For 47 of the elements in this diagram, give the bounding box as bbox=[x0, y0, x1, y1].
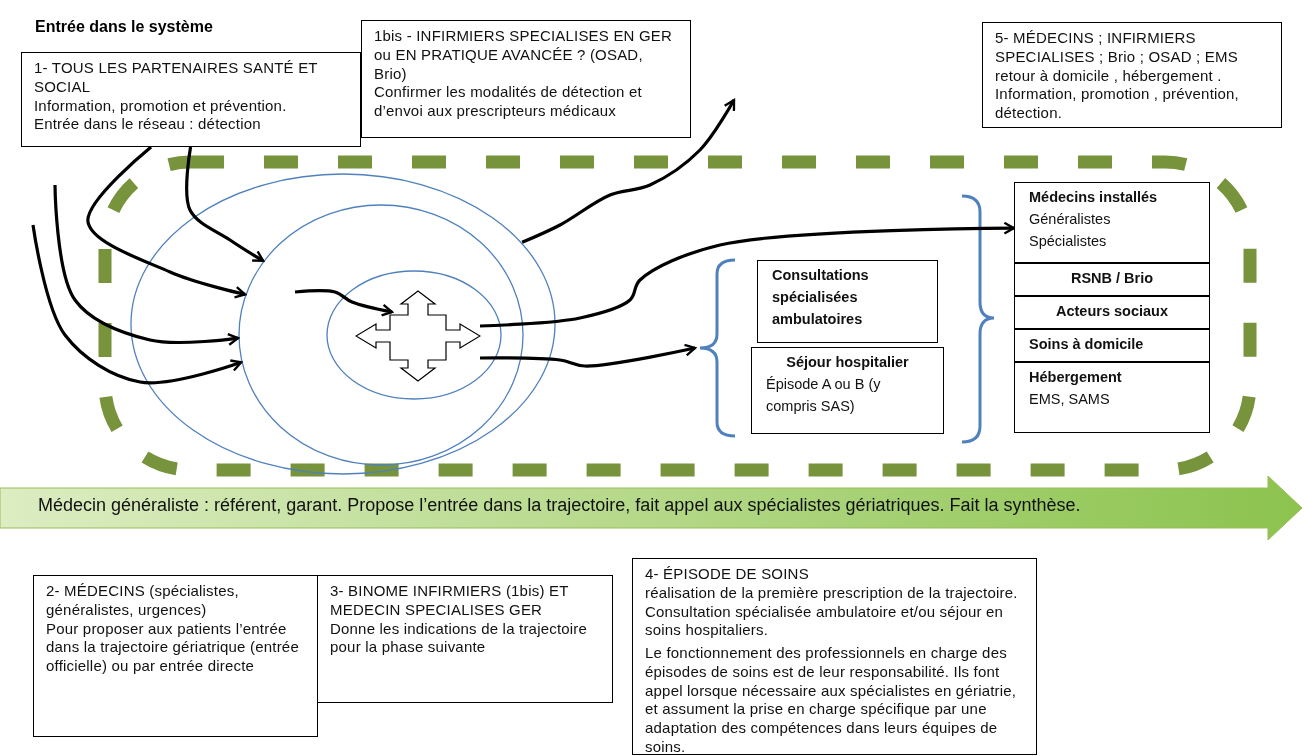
box-heading: Acteurs sociaux bbox=[1055, 302, 1169, 321]
text-box bbox=[361, 20, 691, 138]
arrow bbox=[31, 224, 243, 385]
box-heading: 5- MÉDECINS ; INFIRMIERS SPECIALISES ; Brio ; OSAD ; EMS retour à domicile , hébergement . bbox=[995, 29, 1239, 86]
diagram-title: Entrée dans le système bbox=[35, 18, 213, 36]
box-text: EMS, SAMS bbox=[1029, 389, 1111, 409]
arrow bbox=[53, 184, 240, 346]
box-heading: Séjour hospitalier bbox=[785, 353, 910, 372]
box-heading: Soins à domicile bbox=[1029, 335, 1145, 354]
box-text: Confirmer les modalités de détection et d’envoi aux prescripteurs médicaux bbox=[374, 83, 643, 121]
box-text: Généralistes bbox=[1029, 209, 1112, 229]
text-box bbox=[317, 575, 613, 703]
box-heading: 2- MÉDECINS (spécialistes, généralistes, urgences) bbox=[46, 582, 240, 620]
box-heading: RSNB / Brio bbox=[1069, 269, 1155, 288]
box-text: Le fonctionnement des professionnels en charge des épisodes de soins est de leur responsabilité. Ils font appel lorsque nécessaire aux spécialistes en gériatrie, et assument la prise en charge spécifique par une adaptation des compétences dans leurs équipes de soins. bbox=[645, 644, 1018, 756]
box-heading: 3- BINOME INFIRMIERS (1bis) ET MEDECIN SPECIALISES GER bbox=[330, 582, 570, 620]
text-box bbox=[33, 575, 318, 737]
box-text: Donne les indications de la trajectoire pour la phase suivante bbox=[330, 619, 589, 657]
box-text: réalisation de la première prescription de la trajectoire. Consultation spécialisée ambulatoire et/ou séjour en soins hospitaliers. bbox=[645, 583, 1019, 640]
box-text: Spécialistes bbox=[1029, 231, 1108, 251]
text-box bbox=[1014, 182, 1210, 263]
arrow bbox=[86, 145, 247, 299]
text-box bbox=[632, 558, 1037, 755]
text-box bbox=[1014, 329, 1210, 362]
arrow bbox=[294, 289, 394, 317]
box-heading: Hébergement bbox=[1029, 368, 1123, 387]
arrow bbox=[480, 343, 697, 368]
text-box bbox=[1014, 296, 1210, 329]
box-text: Entrée dans le réseau : détection bbox=[34, 115, 262, 134]
box-text: Épisode A ou B (y compris SAS) bbox=[766, 374, 882, 416]
box-text: Information, promotion et prévention. bbox=[34, 96, 288, 116]
box-heading: 1bis - INFIRMIERS SPECIALISES EN GER ou EN PRATIQUE AVANCÉE ? (OSAD, Brio) bbox=[374, 27, 674, 84]
text-box bbox=[751, 347, 944, 434]
text-box bbox=[1014, 362, 1210, 433]
arrow bbox=[521, 98, 736, 244]
banner-text: Médecin généraliste : référent, garant. Propose l’entrée dans la trajectoire, fait appel aux spécialistes gériatriques. Fait la synthèse. bbox=[38, 495, 1081, 516]
box-heading: Consultations spécialisées ambulatoires bbox=[772, 266, 870, 329]
arrow bbox=[479, 221, 1016, 328]
box-heading: 1- TOUS LES PARTENAIRES SANTÉ ET SOCIAL bbox=[34, 59, 319, 97]
box-text: Pour proposer aux patients l’entrée dans la trajectoire gériatrique (entrée officielle) ou par entrée directe bbox=[46, 619, 300, 676]
box-text: Information, promotion , prévention, détection. bbox=[995, 85, 1240, 123]
text-box bbox=[21, 52, 361, 147]
box-heading: Médecins installés bbox=[1029, 188, 1159, 207]
text-box bbox=[1014, 263, 1210, 296]
text-box bbox=[982, 22, 1282, 128]
text-box bbox=[757, 260, 938, 343]
box-heading: 4- ÉPISODE DE SOINS bbox=[645, 565, 810, 584]
